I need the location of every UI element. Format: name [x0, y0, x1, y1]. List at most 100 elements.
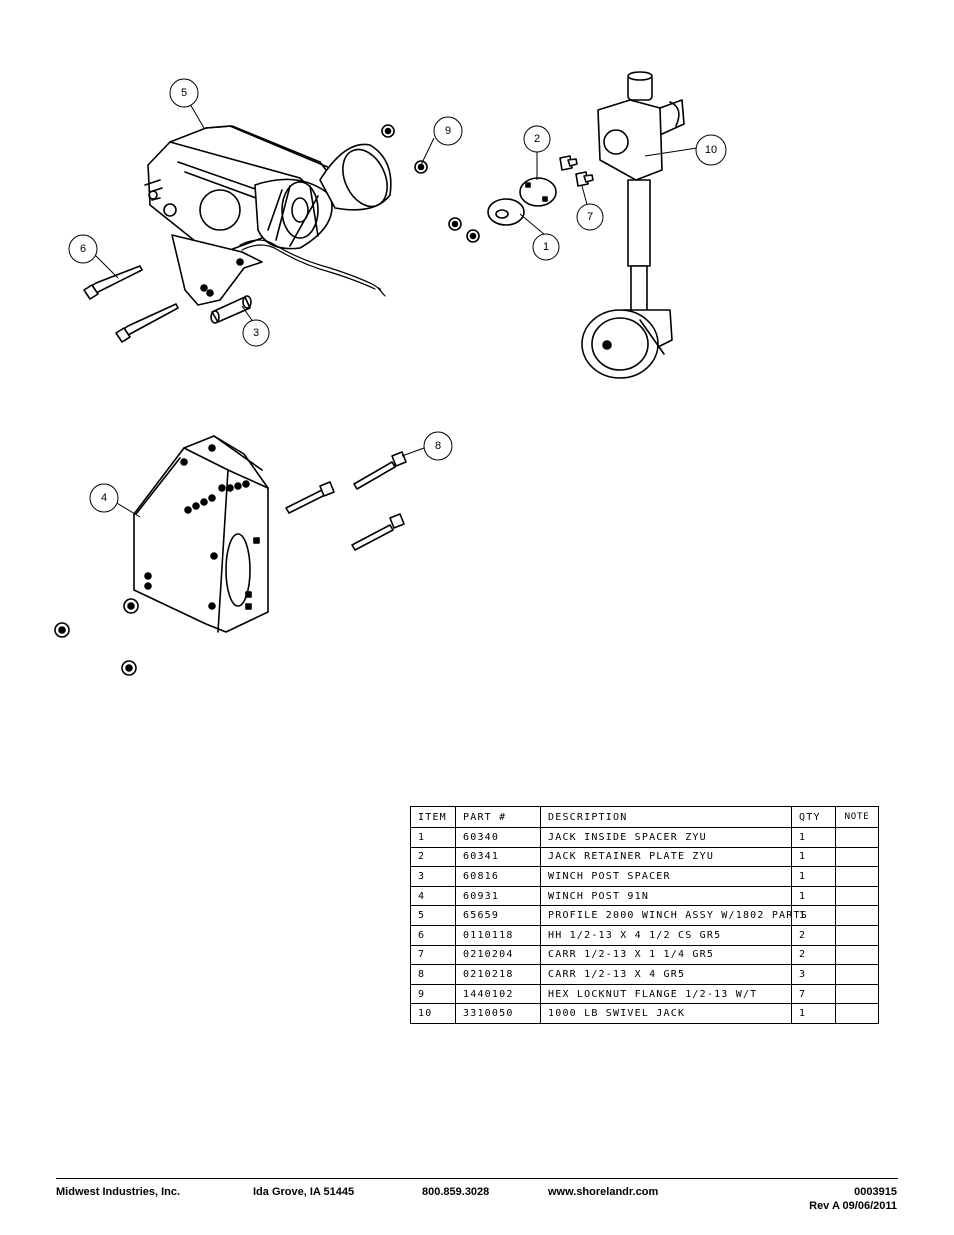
callout-label-7: 7: [587, 211, 593, 223]
cell-note: [835, 983, 879, 1005]
cell-note: [835, 944, 879, 966]
cell-qty: 1: [791, 846, 836, 868]
carriage-bolts-short: [559, 155, 594, 187]
cell-part-number: 3310050: [455, 1003, 541, 1024]
cell-part-number: 0110118: [455, 924, 541, 946]
cell-item: 2: [410, 846, 456, 868]
cell-part-number: 60931: [455, 885, 541, 907]
cell-note: [835, 924, 879, 946]
winch-post-spacer: [210, 295, 252, 324]
cell-item: 8: [410, 964, 456, 985]
cell-qty: 1: [791, 866, 836, 887]
callout-balloon-9: [433, 116, 463, 146]
header-qty: QTY: [791, 806, 836, 828]
hex-bolts: [83, 265, 179, 343]
cell-note: [835, 885, 879, 907]
cell-qty: 1: [791, 885, 836, 907]
hex-locknuts-top: [381, 124, 480, 243]
cell-description: WINCH POST SPACER: [540, 866, 792, 887]
footer-revision: Rev A 09/06/2011: [809, 1200, 897, 1212]
winch-bracket: [171, 234, 263, 306]
cell-qty: 7: [791, 983, 836, 1005]
callout-label-1: 1: [543, 241, 549, 253]
cell-qty: 1: [791, 1003, 836, 1024]
cell-description: JACK RETAINER PLATE ZYU: [540, 846, 792, 868]
cell-note: [835, 964, 879, 985]
winch-post: [133, 435, 269, 633]
winch-chain: [239, 239, 386, 297]
callout-balloon-1: [532, 233, 560, 261]
cell-note: [835, 866, 879, 887]
callout-label-10: 10: [705, 144, 717, 156]
hex-locknuts-bottom: [54, 598, 139, 676]
callout-label-3: 3: [253, 327, 259, 339]
callout-balloon-4: [89, 483, 119, 513]
callout-label-2: 2: [534, 133, 540, 145]
callout-balloon-7: [576, 203, 604, 231]
cell-part-number: 65659: [455, 905, 541, 926]
cell-part-number: 0210204: [455, 944, 541, 966]
callout-label-4: 4: [101, 492, 107, 504]
cell-description: 1000 LB SWIVEL JACK: [540, 1003, 792, 1024]
cell-part-number: 0210218: [455, 964, 541, 985]
header-note: NOTE: [835, 806, 879, 828]
cell-item: 9: [410, 983, 456, 1005]
header-description: DESCRIPTION: [540, 806, 792, 828]
cell-part-number: 60341: [455, 846, 541, 868]
header-part-number: PART #: [455, 806, 541, 828]
footer-company: Midwest Industries, Inc.: [56, 1186, 181, 1198]
cell-part-number: 1440102: [455, 983, 541, 1005]
cell-item: 10: [410, 1003, 456, 1024]
cell-qty: 1: [791, 827, 836, 848]
callout-label-8: 8: [435, 440, 441, 452]
cell-qty: 2: [791, 944, 836, 966]
callout-balloon-10: [695, 134, 727, 166]
cell-description: WINCH POST 91N: [540, 885, 792, 907]
cell-note: [835, 827, 879, 848]
parts-table-header-row: ITEM PART # DESCRIPTION QTY NOTE: [410, 806, 879, 828]
cell-qty: 3: [791, 964, 836, 985]
cell-note: [835, 1003, 879, 1024]
cell-item: 7: [410, 944, 456, 966]
callout-balloon-8: [423, 431, 453, 461]
footer-document-number: 0003915: [854, 1186, 897, 1198]
cell-item: 6: [410, 924, 456, 946]
cell-item: 5: [410, 905, 456, 926]
cell-description: CARR 1/2-13 X 4 GR5: [540, 964, 792, 985]
cell-description: HH 1/2-13 X 4 1/2 CS GR5: [540, 924, 792, 946]
cell-part-number: 60816: [455, 866, 541, 887]
cell-description: CARR 1/2-13 X 1 1/4 GR5: [540, 944, 792, 966]
callout-label-9: 9: [445, 125, 451, 137]
footer-website: www.shorelandr.com: [548, 1186, 659, 1198]
cell-qty: 2: [791, 924, 836, 946]
carriage-bolts-long: [285, 451, 407, 551]
footer-location: Ida Grove, IA 51445: [253, 1186, 355, 1198]
winch-assembly: [144, 125, 392, 251]
cell-description: PROFILE 2000 WINCH ASSY W/1802 PARTS: [540, 905, 807, 926]
cell-part-number: 60340: [455, 827, 541, 848]
footer-phone: 800.859.3028: [422, 1186, 490, 1198]
callout-label-5: 5: [181, 87, 187, 99]
swivel-jack: [581, 71, 685, 379]
header-item: ITEM: [410, 806, 456, 828]
exploded-parts-diagram: 5 9 2 1 7 10 6 3 4 8: [54, 71, 727, 676]
callout-balloon-6: [68, 234, 98, 264]
callout-label-6: 6: [80, 243, 86, 255]
callout-balloons: [68, 78, 727, 513]
cell-note: [835, 905, 879, 926]
footer-rule: [56, 1178, 898, 1179]
cell-description: JACK INSIDE SPACER ZYU: [540, 827, 792, 848]
cell-qty: 1: [791, 905, 836, 926]
cell-item: 4: [410, 885, 456, 907]
